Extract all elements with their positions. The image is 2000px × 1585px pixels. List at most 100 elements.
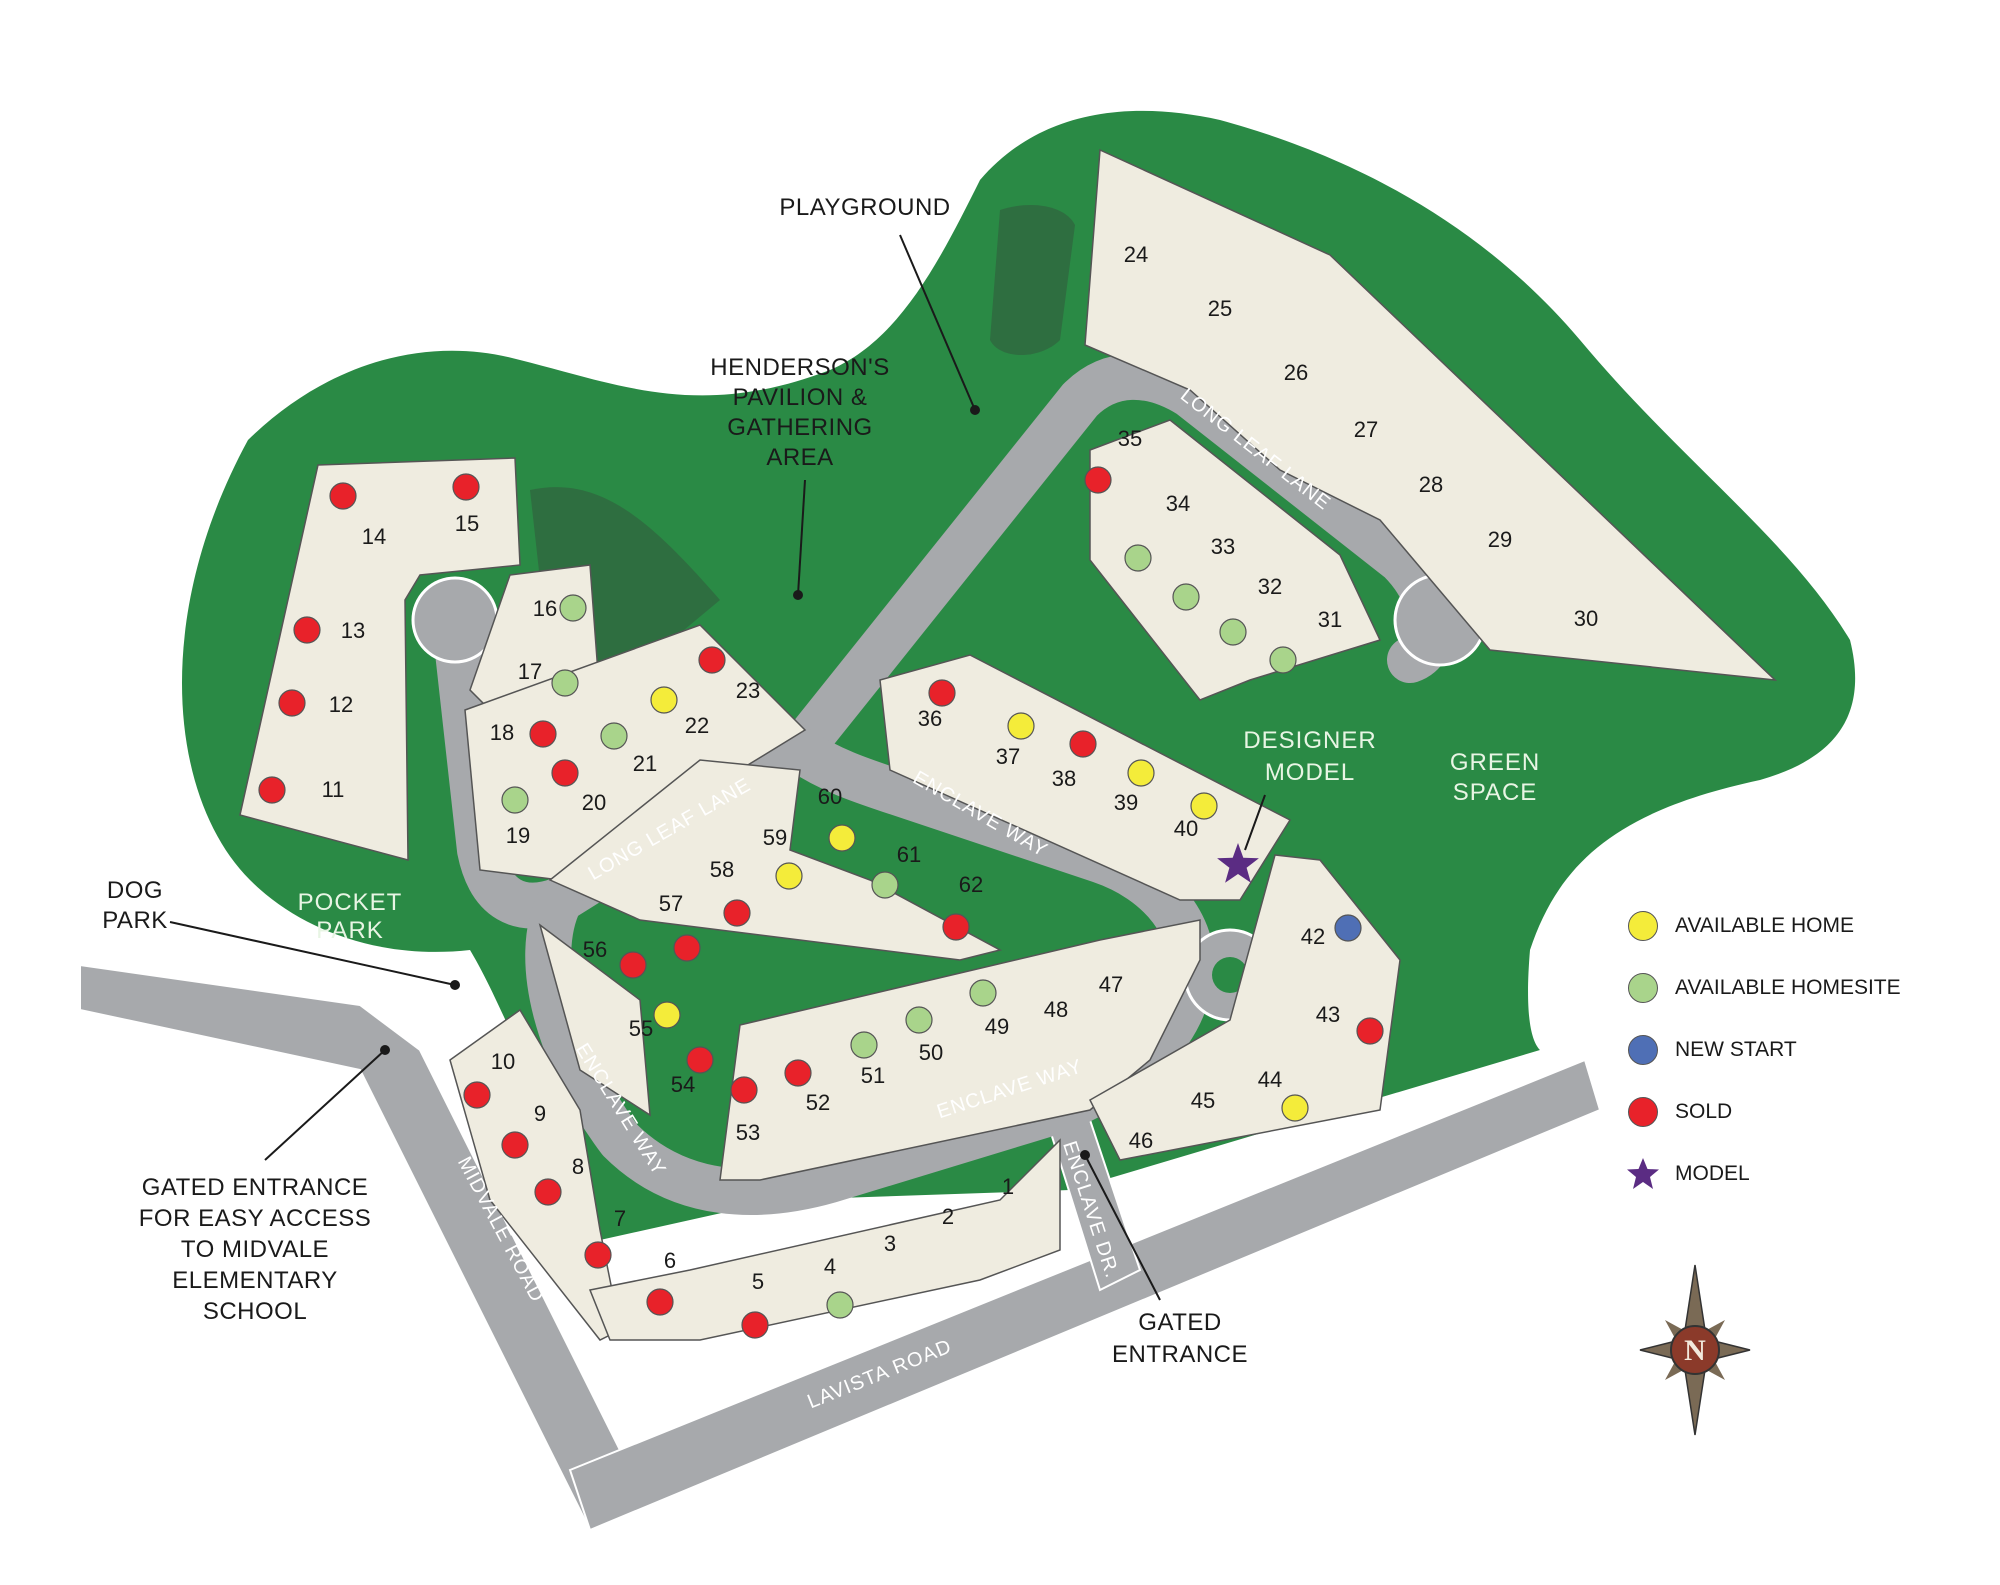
light-green-dot-icon — [1625, 970, 1661, 1006]
lot-number: 2 — [942, 1204, 954, 1229]
wooded-area-north — [990, 205, 1075, 355]
lot-60[interactable]: 60 — [818, 784, 856, 852]
lot-46[interactable]: 46 — [1129, 1128, 1153, 1153]
lot-number: 39 — [1114, 790, 1138, 815]
lot-13[interactable]: 13 — [293, 616, 365, 644]
svg-text:GATED: GATED — [1138, 1309, 1221, 1336]
lot-50[interactable]: 50 — [905, 1006, 943, 1065]
lot-9[interactable]: 9 — [501, 1101, 546, 1159]
lot-23[interactable]: 23 — [698, 646, 760, 703]
lot-status-marker — [551, 759, 579, 787]
lot-11[interactable]: 11 — [258, 776, 345, 804]
yellow-dot-icon — [1625, 908, 1661, 944]
lot-status-marker — [1281, 1094, 1309, 1122]
svg-text:SCHOOL: SCHOOL — [203, 1298, 307, 1325]
lot-16[interactable]: 16 — [533, 594, 587, 622]
lot-44[interactable]: 44 — [1258, 1067, 1309, 1122]
svg-text:TO MIDVALE: TO MIDVALE — [181, 1236, 329, 1263]
lot-41[interactable] — [1217, 843, 1259, 883]
lot-status-marker — [551, 669, 579, 697]
lot-1[interactable]: 1 — [1002, 1174, 1014, 1199]
lot-number: 24 — [1124, 242, 1148, 267]
lot-61[interactable]: 61 — [871, 842, 921, 899]
lot-status-marker — [529, 720, 557, 748]
lot-38[interactable]: 38 — [1052, 730, 1097, 791]
lot-number: 52 — [806, 1090, 830, 1115]
lot-52[interactable]: 52 — [784, 1059, 830, 1115]
lot-4[interactable]: 4 — [824, 1254, 854, 1319]
lot-number: 40 — [1174, 816, 1198, 841]
lot-14[interactable]: 14 — [329, 482, 386, 549]
lot-3[interactable]: 3 — [884, 1231, 896, 1256]
lot-2[interactable]: 2 — [942, 1204, 954, 1229]
lot-status-marker — [828, 824, 856, 852]
lot-22[interactable]: 22 — [650, 686, 709, 738]
lot-40[interactable]: 40 — [1174, 792, 1218, 841]
lot-31[interactable]: 31 — [1269, 607, 1342, 674]
lot-25[interactable]: 25 — [1208, 296, 1232, 321]
lot-number: 26 — [1284, 360, 1308, 385]
lot-45[interactable]: 45 — [1191, 1088, 1215, 1113]
lot-number: 45 — [1191, 1088, 1215, 1113]
lot-55[interactable]: 55 — [629, 1001, 681, 1041]
lot-33[interactable]: 33 — [1172, 534, 1235, 611]
lavista-road — [568, 1058, 1602, 1532]
lot-30[interactable]: 30 — [1574, 606, 1598, 631]
lot-8[interactable]: 8 — [534, 1154, 584, 1206]
legend-label: NEW START — [1675, 1038, 1797, 1061]
lot-number: 57 — [659, 891, 683, 916]
lot-48[interactable]: 48 — [1044, 997, 1068, 1022]
lot-28[interactable]: 28 — [1419, 472, 1443, 497]
lot-26[interactable]: 26 — [1284, 360, 1308, 385]
purple-star-icon — [1625, 1156, 1661, 1192]
lot-number: 48 — [1044, 997, 1068, 1022]
lot-54[interactable]: 54 — [671, 1046, 714, 1097]
lot-34[interactable]: 34 — [1124, 491, 1190, 572]
lot-10[interactable]: 10 — [463, 1049, 515, 1109]
lot-number: 43 — [1316, 1002, 1340, 1027]
lot-number: 11 — [322, 777, 345, 802]
lot-status-marker — [1190, 792, 1218, 820]
lot-59[interactable]: 59 — [763, 825, 803, 890]
callout-gated-entrance-school: GATED ENTRANCE FOR EASY ACCESS TO MIDVAL… — [139, 1045, 390, 1325]
lot-32[interactable]: 32 — [1219, 574, 1282, 646]
lot-status-marker — [969, 979, 997, 1007]
lot-36[interactable]: 36 — [918, 679, 956, 731]
lot-18[interactable]: 18 — [490, 720, 557, 748]
lot-number: 28 — [1419, 472, 1443, 497]
lot-6[interactable]: 6 — [646, 1248, 676, 1316]
lot-15[interactable]: 15 — [452, 473, 480, 536]
lot-35[interactable]: 35 — [1084, 426, 1142, 494]
lot-5[interactable]: 5 — [741, 1269, 769, 1339]
lot-42[interactable]: 42 — [1301, 914, 1362, 949]
lot-21[interactable]: 21 — [600, 722, 657, 776]
lot-58[interactable]: 58 — [710, 857, 751, 927]
legend-label: SOLD — [1675, 1100, 1733, 1123]
svg-text:SPACE: SPACE — [1453, 779, 1538, 806]
lot-status-marker — [293, 616, 321, 644]
lot-number: 46 — [1129, 1128, 1153, 1153]
legend-label: AVAILABLE HOMESITE — [1675, 976, 1901, 999]
lot-number: 4 — [824, 1254, 836, 1279]
lot-62[interactable]: 62 — [942, 872, 983, 941]
lot-47[interactable]: 47 — [1099, 972, 1123, 997]
lot-39[interactable]: 39 — [1114, 759, 1155, 815]
lot-7[interactable]: 7 — [584, 1206, 626, 1269]
lot-20[interactable]: 20 — [551, 759, 606, 815]
lot-17[interactable]: 17 — [518, 659, 579, 697]
lot-27[interactable]: 27 — [1354, 417, 1378, 442]
lot-12[interactable]: 12 — [278, 689, 353, 717]
lot-19[interactable]: 19 — [501, 786, 530, 848]
lot-53[interactable]: 53 — [730, 1076, 760, 1145]
lot-status-marker — [1069, 730, 1097, 758]
lot-37[interactable]: 37 — [996, 712, 1035, 769]
lot-43[interactable]: 43 — [1316, 1002, 1384, 1045]
lot-24[interactable]: 24 — [1124, 242, 1148, 267]
lot-29[interactable]: 29 — [1488, 527, 1512, 552]
lot-56[interactable]: 56 — [583, 937, 647, 979]
lot-number: 44 — [1258, 1067, 1282, 1092]
lot-51[interactable]: 51 — [850, 1031, 885, 1088]
lot-49[interactable]: 49 — [969, 979, 1009, 1039]
lot-57[interactable]: 57 — [659, 891, 701, 962]
